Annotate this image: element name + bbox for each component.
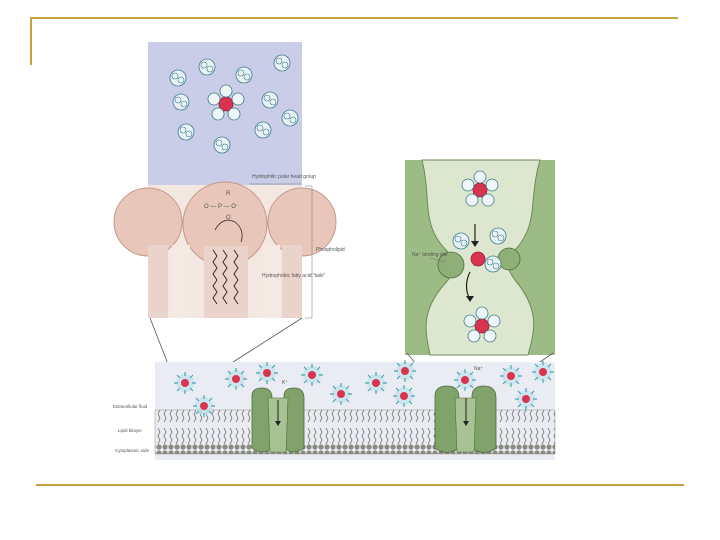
head-group-label: Hydrophilic polar head group (252, 174, 316, 180)
ion (515, 388, 537, 410)
water-molecule (170, 70, 186, 86)
zoom-line (150, 318, 168, 364)
water-molecule (173, 94, 189, 110)
water-molecule (282, 110, 298, 126)
ion (301, 364, 323, 386)
water-molecule (255, 122, 271, 138)
water-molecule (490, 228, 506, 244)
lipid-tail-column (148, 245, 168, 318)
membrane-strip (155, 360, 555, 460)
ion (174, 372, 196, 394)
ion (532, 361, 554, 383)
na-channel-subunit (435, 386, 459, 453)
water-molecule (262, 92, 278, 108)
water-molecule (178, 124, 194, 140)
phospholipid-label: Phospholipid (316, 247, 345, 253)
extracellular-label: Extracellular fluid (113, 404, 148, 409)
ion (256, 362, 278, 384)
water-molecule (274, 55, 290, 71)
ion (193, 395, 215, 417)
ion (394, 360, 416, 382)
lipid-tail-column (172, 245, 190, 318)
ion (454, 369, 476, 391)
lipid-tail-column (282, 245, 302, 318)
k-ion-label: K⁺ (282, 380, 288, 386)
water-molecule (199, 59, 215, 75)
ion (365, 372, 387, 394)
na-channel-subunit (472, 386, 496, 453)
binding-site-residue (498, 248, 520, 270)
formula-mid: O — P — O⁻ (204, 204, 239, 210)
water-molecule (453, 233, 469, 249)
formula-bot: O (226, 215, 231, 221)
cytoplasm-label: Cytoplasmic side (115, 448, 150, 453)
ion (500, 365, 522, 387)
ion (225, 368, 247, 390)
zoom-line (230, 318, 302, 364)
ion (330, 383, 352, 405)
water-molecule (214, 137, 230, 153)
fatty-acid-tail-label: Hydrophobic fatty acid "tails" (262, 273, 326, 279)
water-molecule (485, 256, 501, 272)
ion (393, 385, 415, 407)
formula-top: R (226, 191, 231, 197)
water-molecule (236, 67, 252, 83)
lipid-tail-column (262, 245, 280, 318)
sodium-ion (471, 252, 485, 266)
lipid-bilayer-label: Lipid bilayer (118, 428, 143, 433)
na-ion-label: Na⁺ (474, 366, 483, 372)
binding-site-label: Na⁺ binding site (412, 252, 448, 258)
